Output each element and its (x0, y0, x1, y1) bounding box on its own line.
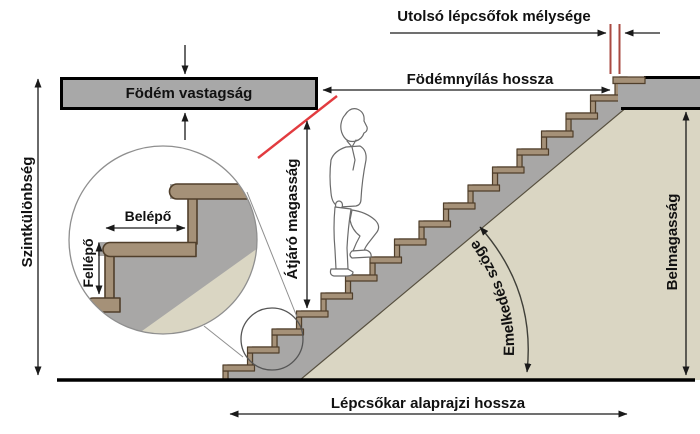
floor-slab-rect (60, 77, 318, 110)
red-marker-lines (609, 24, 621, 74)
detail-circle: Belépő Fellépő (68, 145, 258, 335)
detail-riser-a (187, 196, 198, 245)
angle-arc (479, 226, 532, 373)
person-collar-tie (346, 139, 357, 171)
person-figure (329, 108, 380, 277)
detail-riser-b (104, 253, 115, 301)
upper-floor-slab (612, 76, 700, 110)
floor-slab: Födém vastagság (60, 45, 318, 140)
dim-flight-length: Lépcsőkar alaprajzi hossza (229, 395, 628, 418)
going-label: Belépő (125, 208, 172, 224)
person-shoe-front (349, 249, 372, 259)
person-leg-front (349, 209, 380, 252)
callout-line-lower (203, 325, 244, 358)
floor-opening-label: Födémnyílás hossza (407, 71, 554, 88)
slab-thickness-label: Födém vastagság (126, 85, 253, 102)
detail-tread-b (102, 241, 197, 258)
passage-height-label: Átjáró magasság (284, 159, 301, 280)
riser-height-label: Fellépő (80, 238, 96, 287)
dim-ceiling-height: Belmagasság (664, 111, 690, 376)
flight-length-label: Lépcsőkar alaprajzi hossza (331, 395, 526, 412)
person-torso (329, 145, 367, 208)
detail-riser-c (91, 311, 101, 333)
dim-last-step-depth: Utolsó lépcsőfok mélysége (390, 8, 660, 37)
dim-passage-height: Átjáró magasság (284, 120, 311, 309)
red-pitch-line (257, 95, 338, 159)
person-shoe-back (329, 268, 354, 277)
level-difference-label: Szintkülönbség (19, 157, 36, 268)
detail-circle-outline (68, 145, 258, 335)
person-leg-back (333, 206, 352, 270)
last-step-depth-label: Utolsó lépcsőfok mélysége (397, 8, 590, 25)
dim-level-difference: Szintkülönbség (19, 78, 42, 376)
detail-tread-a (168, 183, 253, 200)
detail-beige-band (135, 248, 257, 334)
ceiling-height-label: Belmagasság (664, 194, 681, 291)
dim-floor-opening: Födémnyílás hossza (322, 71, 611, 94)
person-head (340, 108, 368, 143)
landing-tread (612, 76, 646, 85)
zoom-source-circle (240, 307, 304, 371)
callout-line-upper (246, 191, 298, 318)
